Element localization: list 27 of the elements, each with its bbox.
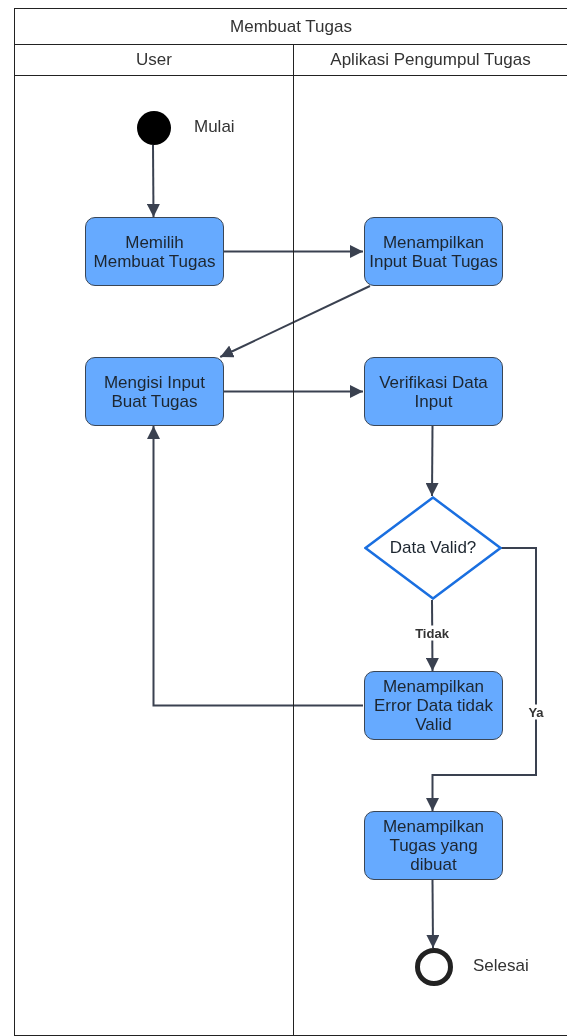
lane-title: Aplikasi Pengumpul Tugas [330,49,531,70]
lane-title: User [136,49,172,70]
arrow [222,385,364,398]
arrow [222,245,364,258]
decision-diamond [364,496,502,600]
activity-box: Menampilkan Input Buat Tugas [364,217,503,286]
arrow [147,425,364,707]
activity-box: Verifikasi Data Input [364,357,503,426]
diagram-title: Membuat Tugas [14,8,567,45]
swimlane [293,44,567,1036]
arrow [146,144,160,218]
activity-box: Memilih Membuat Tugas [85,217,224,286]
start-node [137,111,171,145]
decision-label: Data Valid? [389,538,477,558]
arrow [219,285,371,358]
node-caption: Selesai [473,956,529,976]
swimlane [14,44,293,1036]
arrow [426,879,440,949]
activity-box: Mengisi Input Buat Tugas [85,357,224,426]
edge-label: Ya [526,704,546,720]
node-caption: Mulai [194,117,235,137]
edge-label: Tidak [413,625,451,641]
end-node [415,948,453,986]
arrow [425,425,439,497]
arrow [426,547,537,812]
activity-box: Menampilkan Error Data tidak Valid [364,671,503,740]
activity-box: Menampilkan Tugas yang dibuat [364,811,503,880]
